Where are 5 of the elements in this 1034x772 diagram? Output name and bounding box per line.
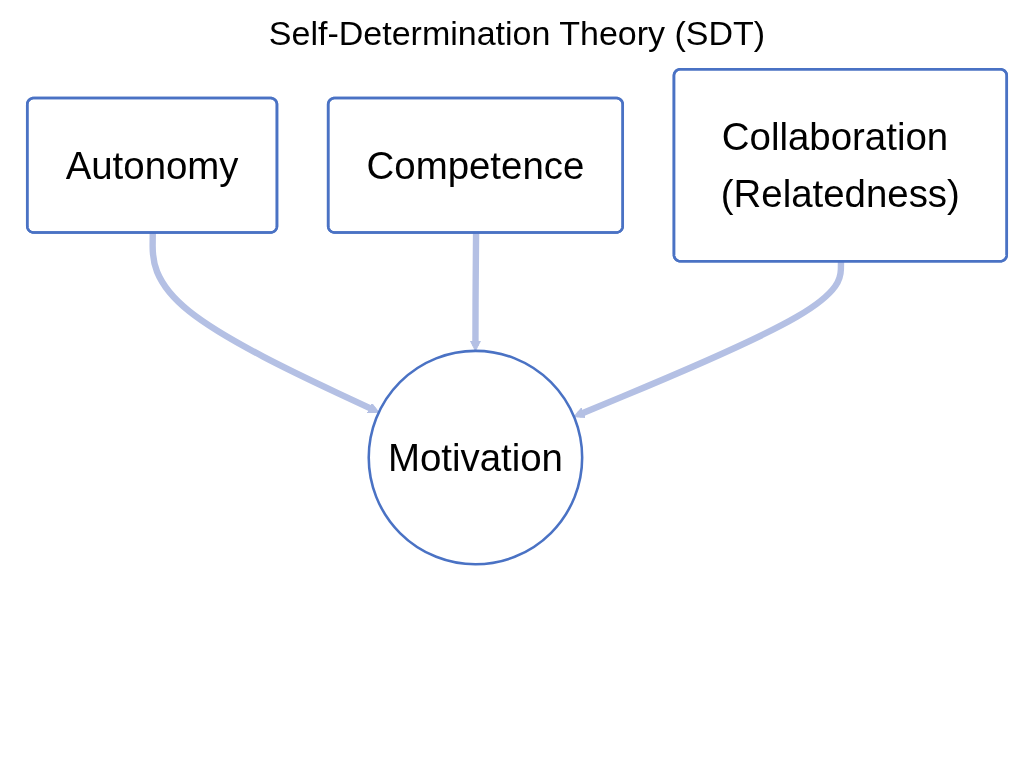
arrow: [149, 233, 380, 414]
diagram-title: Self-Determination Theory (SDT): [267, 14, 767, 53]
arrow: [469, 233, 482, 352]
arrow: [573, 261, 845, 418]
node-circle: Motivation: [367, 349, 584, 566]
